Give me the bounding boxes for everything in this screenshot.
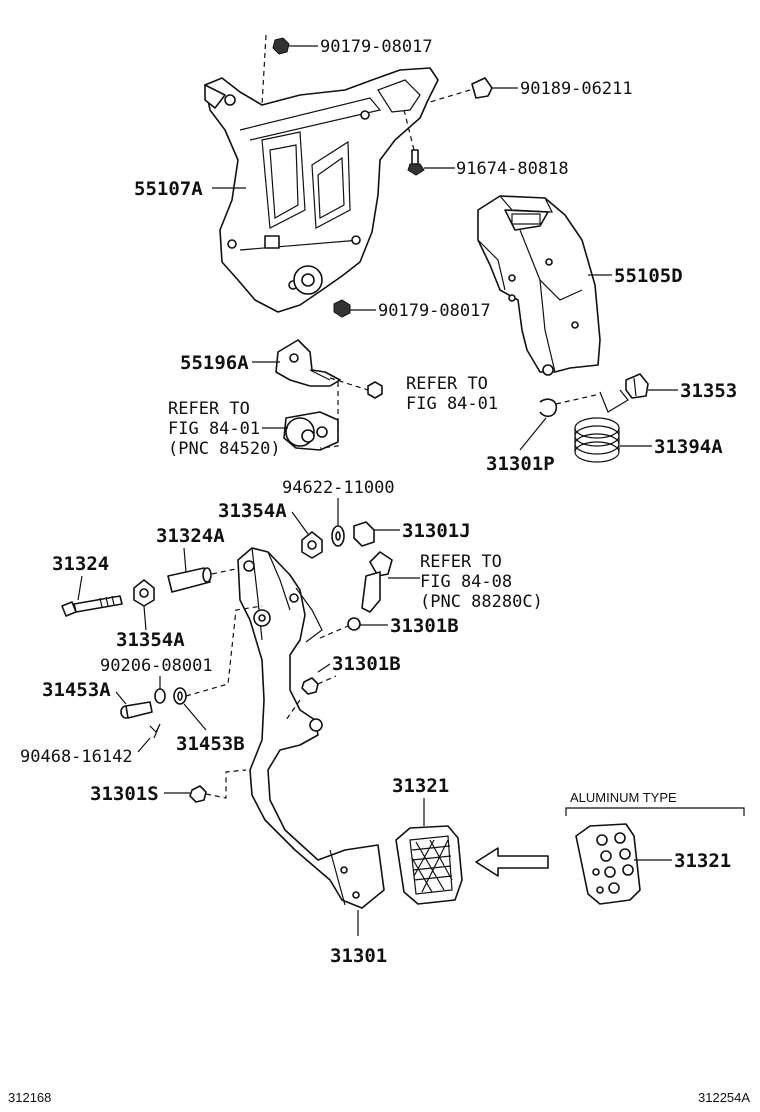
stopper-31301s [189, 785, 207, 803]
dash-nut-refer [329, 377, 369, 391]
label-washer-code: 94622-11000 [282, 478, 395, 498]
leader-collar [183, 547, 187, 573]
label-aluminum-type: ALUMINUM TYPE [570, 790, 677, 805]
label-bracket-small: 55196A [180, 352, 249, 374]
bracket-55196a [275, 339, 341, 387]
bushing-31354a-low [133, 579, 155, 607]
label-bush2: 31453B [176, 733, 245, 755]
collar-31324a [167, 567, 212, 593]
label-pad: 31321 [392, 775, 449, 797]
label-refer2c: (PNC 84520) [168, 439, 281, 459]
label-pedal: 31301 [330, 945, 387, 967]
washer-90206 [154, 688, 166, 704]
label-stopper-b2: 31301B [332, 653, 401, 675]
pin-31453a [120, 701, 153, 719]
pedal-bracket-55107a [204, 67, 439, 313]
label-bolt-top: 91674-80818 [456, 159, 569, 179]
bushing-31453b [173, 687, 187, 705]
leader-bolt-31324 [77, 575, 83, 601]
label-stopper-b1: 31301B [390, 615, 459, 637]
label-refer1: REFER TO [406, 374, 488, 394]
label-refer3: REFER TO [420, 552, 502, 572]
label-cover: 55105D [614, 265, 683, 287]
nut-refer [367, 381, 383, 399]
code-left: 312168 [8, 1090, 51, 1105]
label-nut-mid: 90179-08017 [378, 301, 491, 321]
bolt-31324 [61, 595, 123, 617]
label-pad-alu: 31321 [674, 850, 731, 872]
label-clip-p: 31301P [486, 453, 555, 475]
clip-pin-90468 [149, 723, 161, 739]
label-stopper-s: 31301S [90, 783, 159, 805]
spring-31394a [574, 389, 629, 463]
label-refer2b: FIG 84-01 [168, 419, 260, 439]
dash-collar [211, 567, 241, 575]
label-bolt: 31324 [52, 553, 109, 575]
pedal-pad-aluminum [575, 823, 641, 905]
pedal-arm-31301 [237, 547, 385, 909]
dash-clip-p [555, 393, 601, 405]
clip-31301p [539, 398, 558, 418]
label-refer3b: FIG 84-08 [420, 572, 512, 592]
dash-stopper-s [205, 769, 247, 799]
arrow-left-icon [475, 847, 549, 877]
leader-bush-low [143, 605, 147, 631]
code-right: 312254A [698, 1090, 750, 1105]
pedal-sensor [283, 411, 339, 451]
bracket-aluminum [565, 807, 745, 816]
pedal-pad-31321 [395, 825, 463, 905]
label-cushion: 31353 [680, 380, 737, 402]
label-refer1b: FIG 84-01 [406, 394, 498, 414]
leader-pin-clip [137, 737, 151, 753]
clip-90189 [471, 77, 493, 99]
leader-bush-top [291, 511, 309, 535]
label-nut-j: 31301J [402, 520, 471, 542]
washer-94622 [331, 525, 345, 547]
nut-90179-mid [333, 299, 351, 318]
stop-lamp-switch [361, 551, 393, 613]
dash-stopper-b2 [285, 675, 337, 721]
dash-bush2 [185, 605, 263, 697]
dash-sensor [319, 382, 339, 449]
stopper-31301b-lower [301, 677, 319, 695]
dash-nut-top [261, 34, 267, 106]
label-collar: 31324A [156, 525, 225, 547]
nut-90179-top [272, 37, 290, 55]
nut-31301j [353, 521, 375, 547]
label-pin-clip: 90468-16142 [20, 747, 133, 767]
label-spring: 31394A [654, 436, 723, 458]
label-bush-low: 31354A [116, 629, 185, 651]
label-pin: 31453A [42, 679, 111, 701]
dash-bolt [403, 109, 415, 151]
bolt-91674 [407, 149, 425, 176]
label-nut-top: 90179-08017 [320, 37, 433, 57]
label-refer3c: (PNC 88280C) [420, 592, 543, 612]
stopper-31301b-upper [347, 617, 361, 631]
cover-55105d [477, 195, 601, 376]
label-clip: 90189-06211 [520, 79, 633, 99]
leader-clip-p [519, 417, 547, 451]
bushing-31354a-top [301, 531, 323, 559]
cushion-31353 [625, 373, 649, 399]
leader-stopper-b2 [317, 663, 331, 673]
label-washer2: 90206-08001 [100, 656, 213, 676]
dash-clip [429, 89, 471, 103]
leader-bush2 [183, 703, 207, 731]
leader-pin [115, 691, 127, 705]
label-bracket: 55107A [134, 178, 203, 200]
label-bush-top: 31354A [218, 500, 287, 522]
label-refer2: REFER TO [168, 399, 250, 419]
dash-stopper-b1 [319, 625, 349, 639]
